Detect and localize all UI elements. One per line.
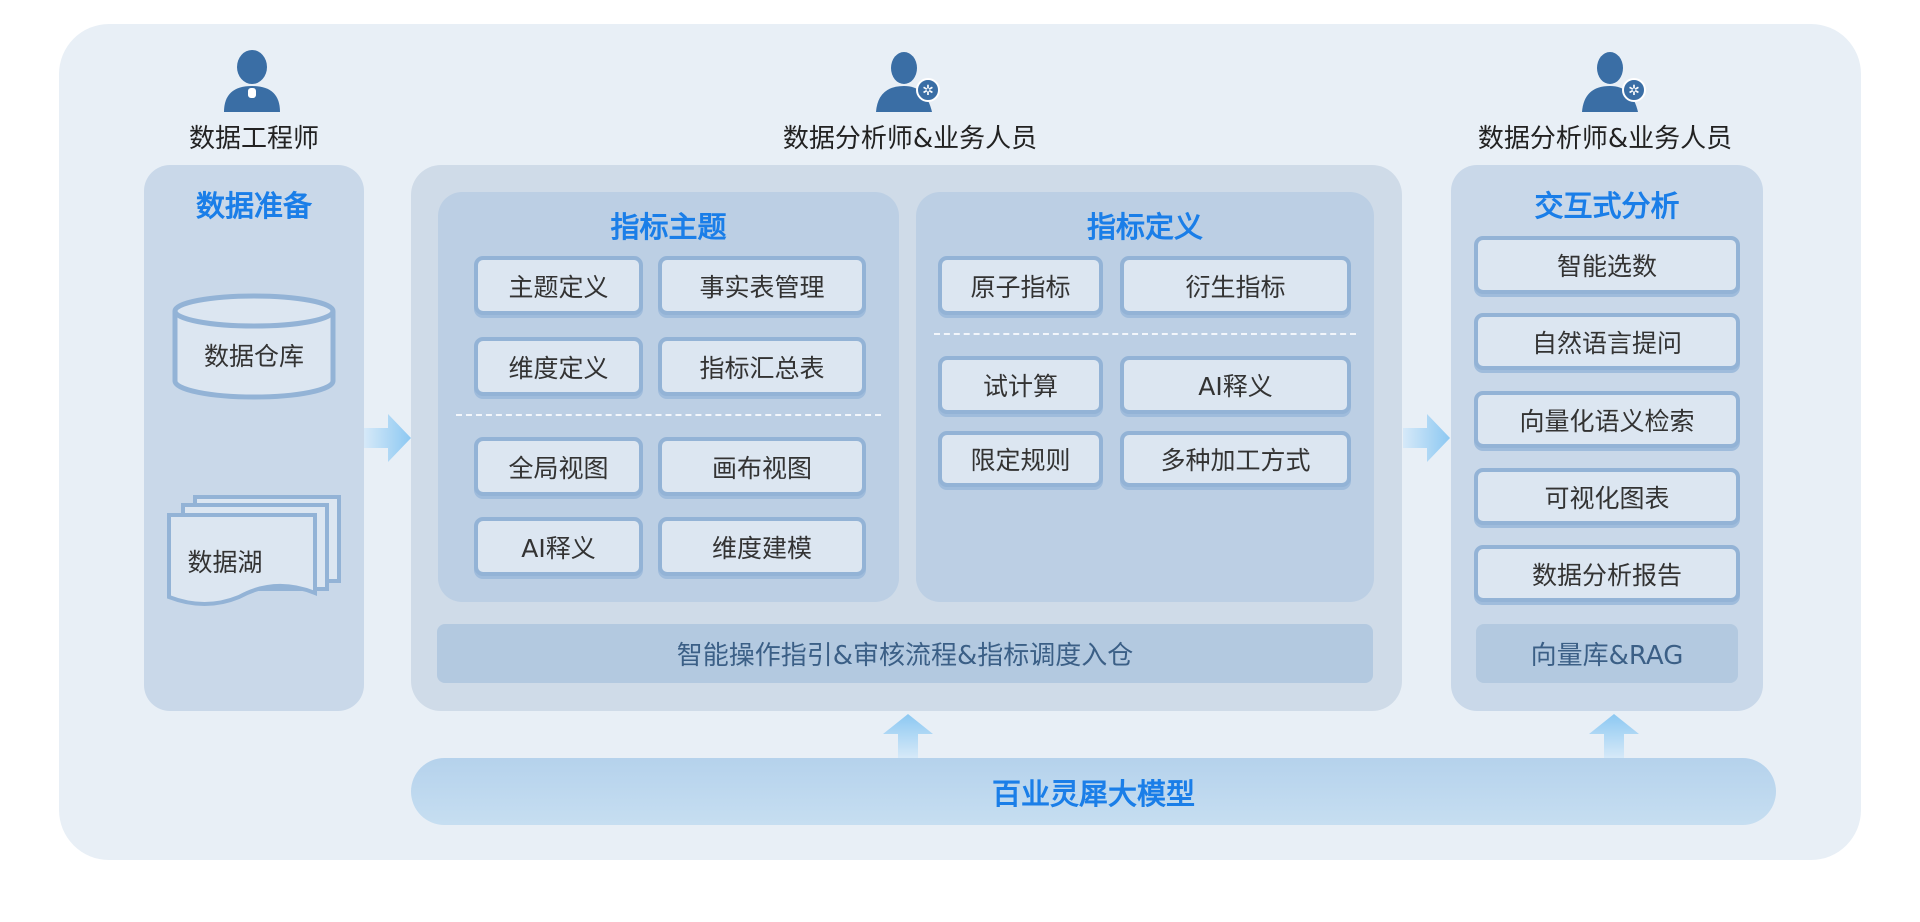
interactive-analysis-panel: 交互式分析 智能选数 自然语言提问 向量化语义检索 可视化图表 数据分析报告 向… bbox=[1451, 165, 1763, 711]
data-analysis-report-button[interactable]: 数据分析报告 bbox=[1474, 545, 1740, 602]
trial-calculation-button[interactable]: 试计算 bbox=[938, 356, 1103, 414]
role-analyst-middle: 数据分析师&业务人员 bbox=[782, 124, 1038, 154]
arrow-right-icon bbox=[1403, 414, 1450, 462]
global-view-button[interactable]: 全局视图 bbox=[474, 437, 643, 496]
divider bbox=[456, 414, 881, 416]
dimension-definition-button[interactable]: 维度定义 bbox=[474, 337, 643, 396]
natural-language-query-button[interactable]: 自然语言提问 bbox=[1474, 313, 1740, 370]
processing-methods-button[interactable]: 多种加工方式 bbox=[1120, 431, 1351, 487]
derived-metric-button[interactable]: 衍生指标 bbox=[1120, 256, 1351, 315]
role-data-engineer: 数据工程师 bbox=[188, 124, 319, 154]
data-engineer-icon bbox=[224, 50, 280, 112]
qualifier-rules-button[interactable]: 限定规则 bbox=[938, 431, 1103, 487]
divider bbox=[934, 333, 1356, 335]
metric-definition-panel: 指标定义 原子指标 衍生指标 试计算 AI释义 限定规则 多种加工方式 bbox=[916, 192, 1374, 602]
metric-summary-table-button[interactable]: 指标汇总表 bbox=[658, 337, 866, 396]
svg-text:✲: ✲ bbox=[922, 83, 934, 99]
fact-table-management-button[interactable]: 事实表管理 bbox=[658, 256, 866, 315]
document-stack-icon bbox=[167, 495, 341, 606]
vector-db-rag-bar: 向量库&RAG bbox=[1476, 624, 1738, 683]
arrow-up-icon bbox=[883, 714, 933, 758]
workflow-bar: 智能操作指引&审核流程&指标调度入仓 bbox=[437, 624, 1373, 683]
smart-data-selection-button[interactable]: 智能选数 bbox=[1474, 236, 1740, 294]
role-analyst-right: 数据分析师&业务人员 bbox=[1477, 124, 1733, 154]
topic-definition-button[interactable]: 主题定义 bbox=[474, 256, 643, 315]
data-prep-title: 数据准备 bbox=[195, 189, 312, 223]
arrow-right-icon bbox=[364, 414, 411, 462]
vector-semantic-search-button[interactable]: 向量化语义检索 bbox=[1474, 391, 1740, 448]
base-model-bar: 百业灵犀大模型 bbox=[411, 758, 1776, 825]
dimension-modeling-button[interactable]: 维度建模 bbox=[658, 517, 866, 576]
interactive-analysis-title: 交互式分析 bbox=[1534, 189, 1680, 223]
metric-definition-title: 指标定义 bbox=[1086, 210, 1203, 244]
data-lake-label: 数据湖 bbox=[187, 548, 263, 577]
svg-text:✲: ✲ bbox=[1628, 83, 1640, 99]
data-warehouse-label: 数据仓库 bbox=[203, 342, 304, 371]
arrow-up-icon bbox=[1589, 714, 1639, 758]
visualization-chart-button[interactable]: 可视化图表 bbox=[1474, 468, 1740, 525]
metric-topic-title: 指标主题 bbox=[610, 210, 727, 244]
ai-interpretation-button[interactable]: AI释义 bbox=[474, 517, 643, 576]
ai-interpretation-button[interactable]: AI释义 bbox=[1120, 356, 1351, 414]
canvas-view-button[interactable]: 画布视图 bbox=[658, 437, 866, 496]
metric-topic-panel: 指标主题 主题定义 事实表管理 维度定义 指标汇总表 全局视图 画布视图 AI释… bbox=[438, 192, 899, 602]
analyst-icon: ✲ bbox=[876, 52, 940, 112]
analyst-icon: ✲ bbox=[1582, 52, 1646, 112]
data-prep-panel: 数据准备 数据仓库 数据湖 bbox=[144, 165, 364, 711]
atomic-metric-button[interactable]: 原子指标 bbox=[938, 256, 1103, 315]
database-icon bbox=[172, 293, 336, 400]
